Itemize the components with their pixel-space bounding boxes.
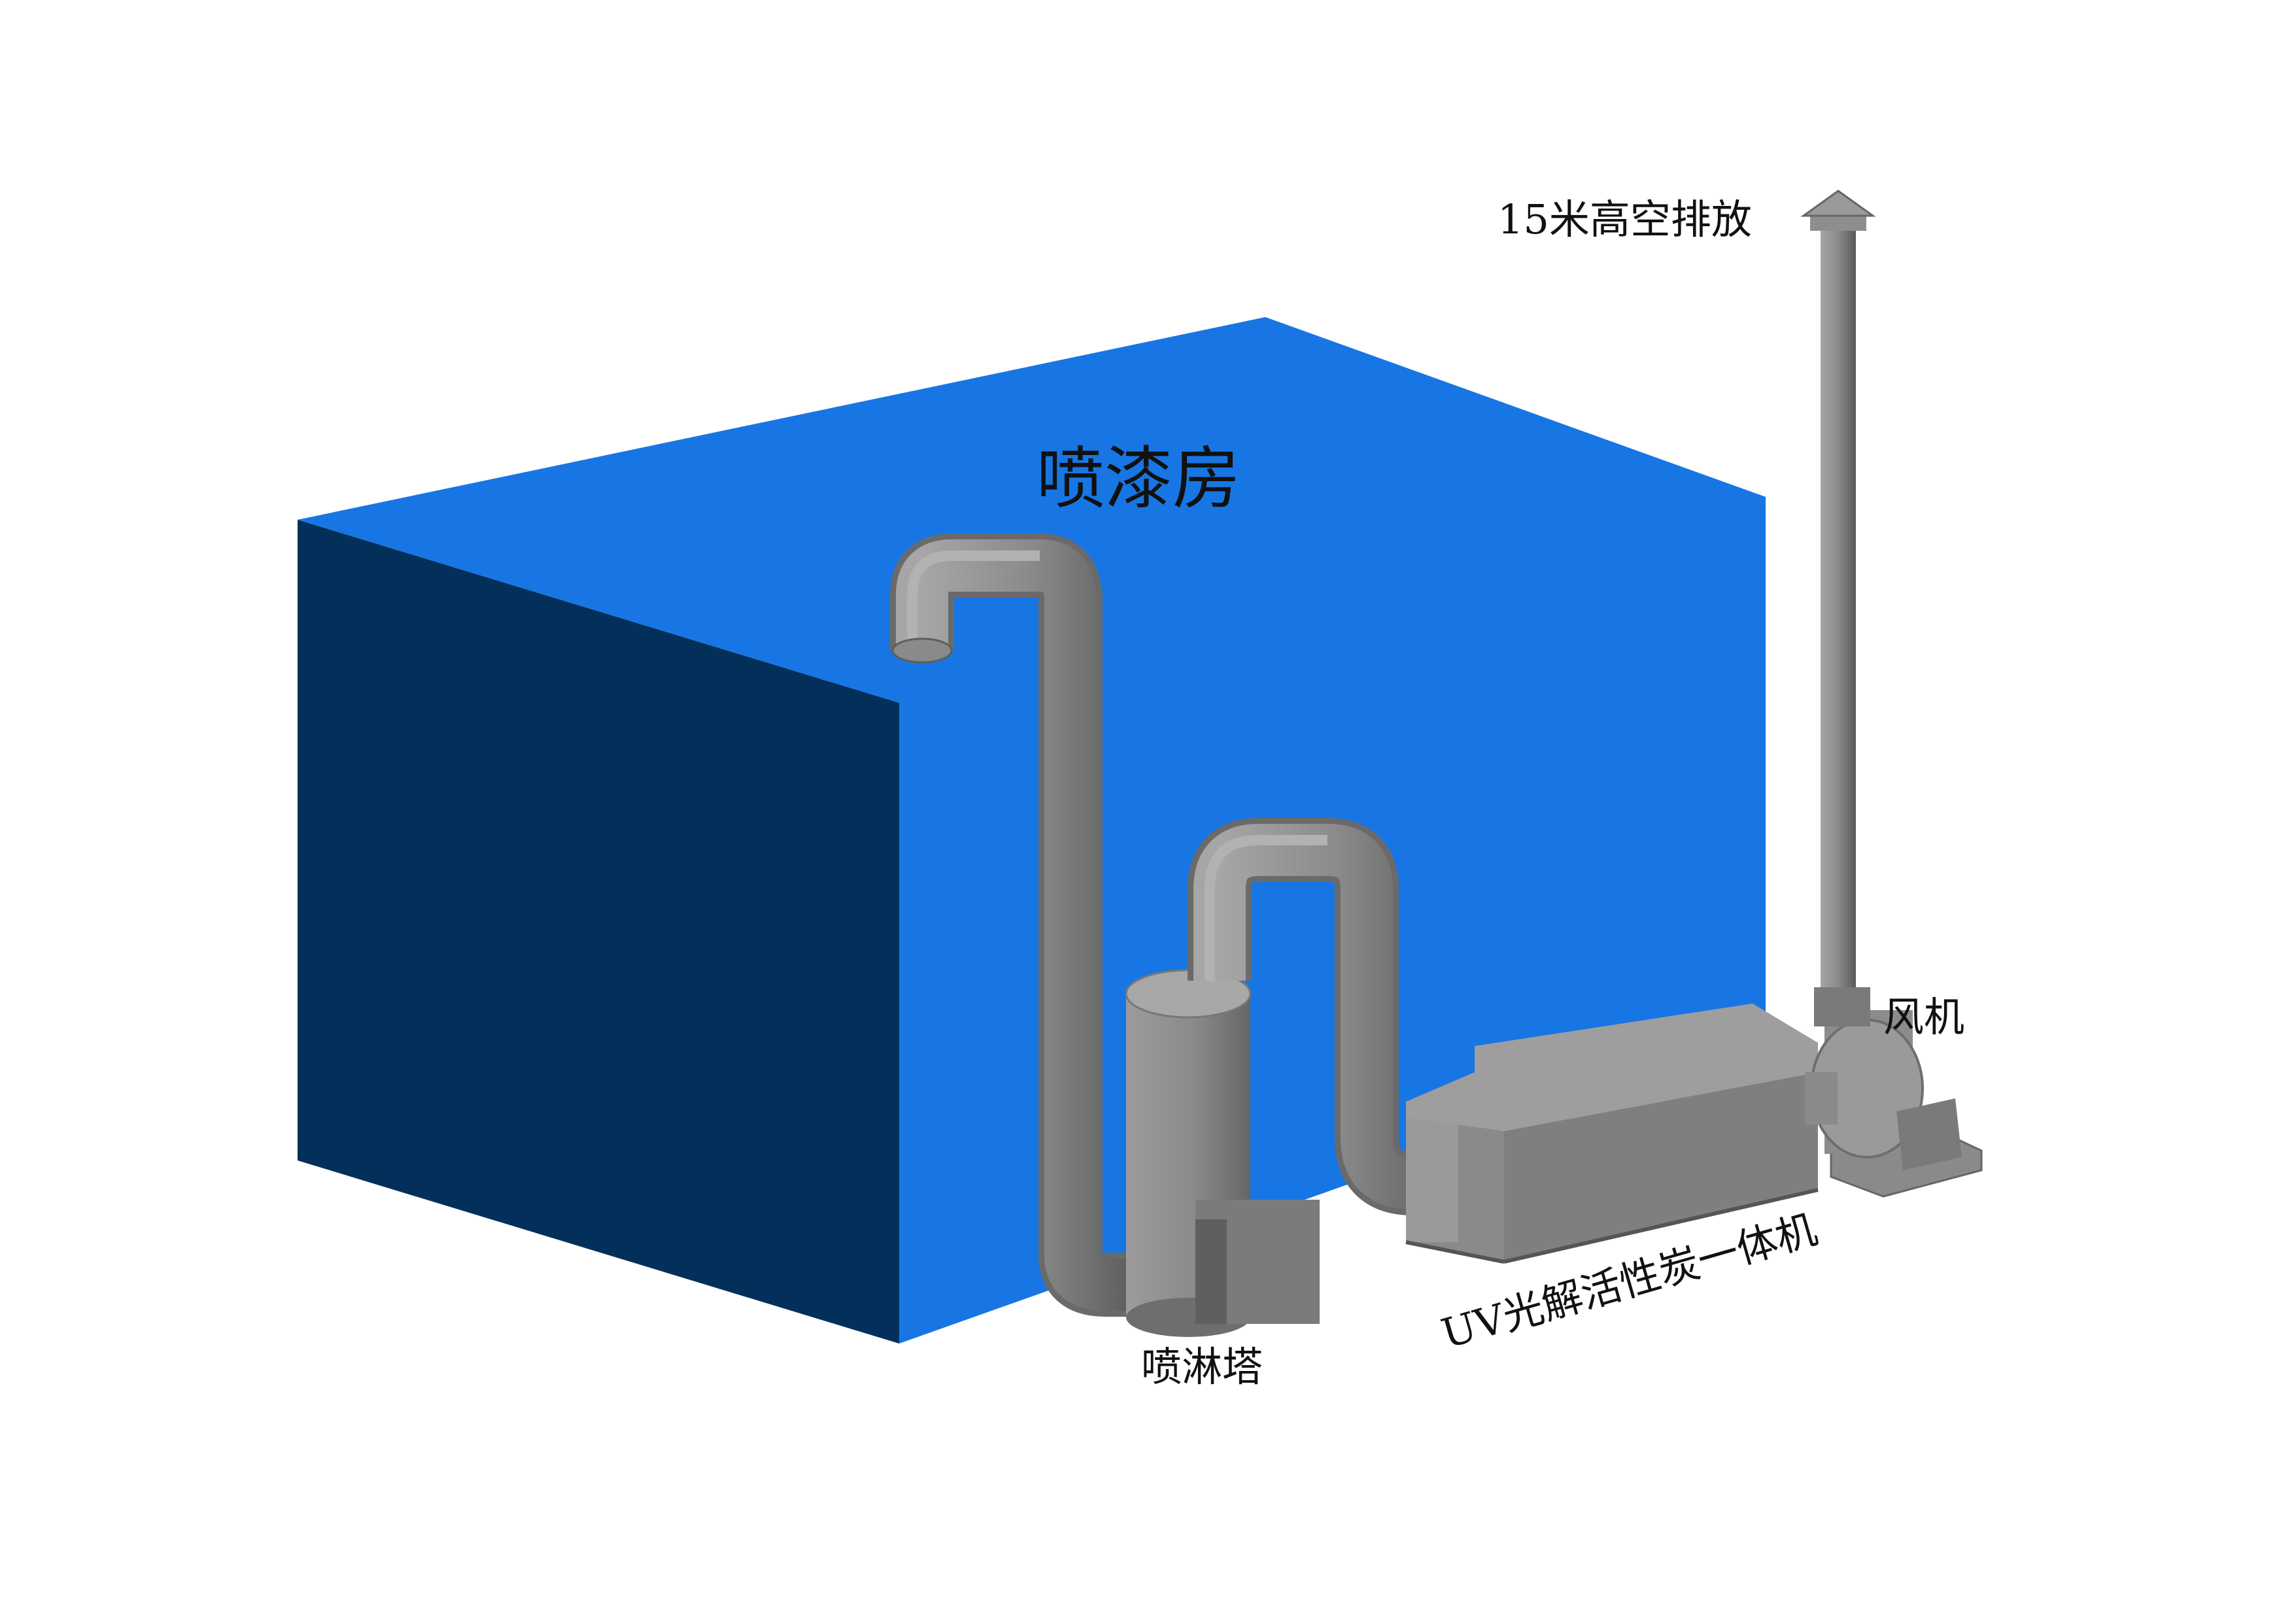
label-spray-room: 喷漆房 bbox=[1036, 439, 1241, 518]
uv-top-face bbox=[1406, 1004, 1818, 1131]
duct-1-inlet bbox=[891, 637, 953, 664]
spray-tower bbox=[1125, 969, 1320, 1337]
label-spray-tower: 喷淋塔 bbox=[1141, 1343, 1263, 1391]
stack-cap bbox=[1800, 190, 1876, 217]
uv-carbon-unit bbox=[1405, 1004, 1819, 1264]
label-exhaust-stack: 15米高空排放 bbox=[1498, 195, 1752, 243]
duct-tower-to-uv bbox=[1188, 818, 1458, 1215]
exhaust-stack bbox=[1800, 190, 1876, 1010]
stack-pipe bbox=[1821, 226, 1856, 1010]
room-front-face bbox=[298, 520, 899, 1344]
uv-side-face bbox=[1504, 1072, 1818, 1262]
label-fan: 风机 bbox=[1883, 993, 1965, 1041]
uv-inlet-flange bbox=[1406, 1118, 1458, 1242]
duct-room-to-tower bbox=[890, 533, 1141, 1317]
tower-pump-box-front bbox=[1195, 1219, 1227, 1324]
fan-inlet-duct bbox=[1805, 1072, 1838, 1125]
fan-unit bbox=[1805, 987, 1983, 1198]
fan-outlet bbox=[1814, 987, 1870, 1026]
fan-motor-stand bbox=[1896, 1098, 1962, 1170]
